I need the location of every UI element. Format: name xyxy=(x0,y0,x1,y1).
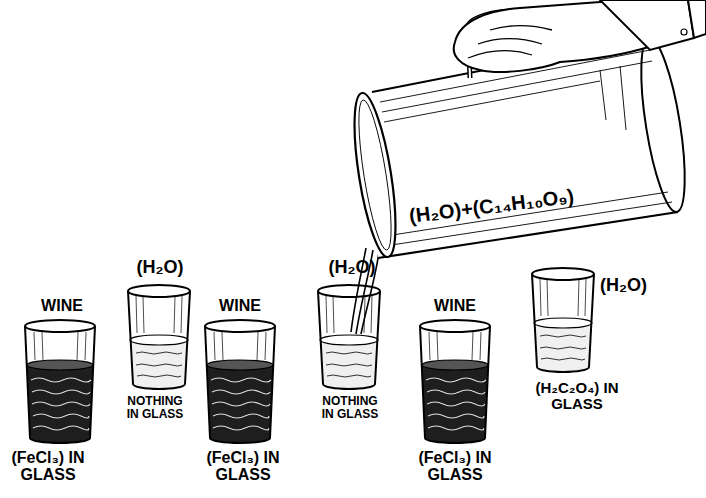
glass-note: (FeCl₃) IN GLASS xyxy=(3,450,93,484)
wine-glass xyxy=(205,320,275,443)
glass-note: NOTHING IN GLASS xyxy=(122,395,188,420)
glass-note: NOTHING IN GLASS xyxy=(317,395,383,420)
glass-content: (H₂O) xyxy=(115,258,205,277)
glass-content: WINE xyxy=(22,298,102,315)
glass-content: WINE xyxy=(415,298,495,315)
wine-glass xyxy=(25,320,95,443)
water-glass xyxy=(318,285,380,389)
glass-content: (H₂O) xyxy=(307,258,397,277)
wine-glass xyxy=(420,320,490,443)
hand xyxy=(454,0,706,72)
glass-note: (H₂C₂O₄) IN GLASS xyxy=(518,380,636,412)
glass-content: (H₂O) xyxy=(600,276,700,295)
glass-note: (FeCl₃) IN GLASS xyxy=(198,450,288,484)
glass-content: WINE xyxy=(200,298,280,315)
water-glass xyxy=(532,268,594,372)
water-glass xyxy=(128,285,190,389)
glass-note: (FeCl₃) IN GLASS xyxy=(410,450,500,484)
